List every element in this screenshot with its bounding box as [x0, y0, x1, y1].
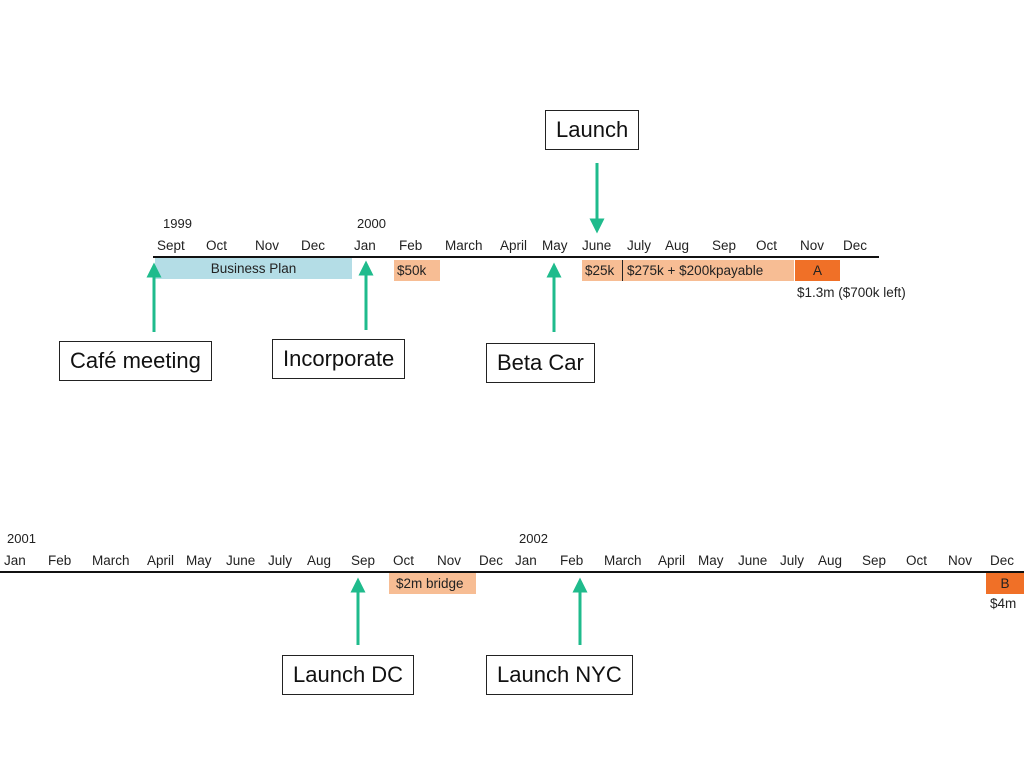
month-label: Sep	[712, 238, 737, 253]
month-label: Dec	[990, 553, 1015, 568]
series-b-label: B	[1000, 576, 1010, 591]
funding-note: $1.3m ($700k left)	[797, 285, 906, 300]
month-label: Oct	[906, 553, 928, 568]
event-box-launch: Launch	[545, 110, 640, 150]
month-label: May	[698, 553, 724, 568]
month-label: Dec	[843, 238, 868, 253]
bar-divider	[622, 260, 623, 281]
funding-note: $4m	[990, 596, 1017, 611]
event-label: Café meeting	[70, 348, 201, 373]
month-label: Nov	[800, 238, 825, 253]
funding-bar-june-oct: $25k $275k + $200kpayable	[582, 260, 794, 281]
month-label: March	[445, 238, 483, 253]
year-label: 2000	[357, 216, 386, 231]
month-label: May	[186, 553, 212, 568]
year-label: 2002	[519, 531, 548, 546]
funding-bar-label: $25k	[585, 263, 615, 278]
month-label: July	[268, 553, 293, 568]
month-label: Nov	[948, 553, 973, 568]
month-label: Aug	[818, 553, 843, 568]
phase-bar-label: Business Plan	[210, 261, 297, 276]
month-label: April	[658, 553, 686, 568]
month-label: Sep	[862, 553, 887, 568]
event-box-incorporate: Incorporate	[272, 339, 406, 379]
series-b-bar: B	[986, 573, 1024, 594]
month-label: March	[92, 553, 130, 568]
month-label: Dec	[479, 553, 504, 568]
funding-bar-50k: $50k	[394, 260, 440, 281]
phase-bar-business-plan: Business Plan	[155, 258, 352, 279]
month-label: June	[226, 553, 256, 568]
timeline-axis	[0, 571, 1024, 573]
month-label: Feb	[399, 238, 423, 253]
month-label: Oct	[756, 238, 778, 253]
month-label: Jan	[354, 238, 376, 253]
event-label: Launch DC	[293, 662, 404, 687]
month-label: March	[604, 553, 642, 568]
event-label: Launch	[556, 117, 629, 142]
funding-bar-bridge: $2m bridge	[389, 573, 476, 594]
funding-bar-label: $275k + $200kpayable	[627, 263, 764, 278]
month-label: April	[500, 238, 528, 253]
event-box-launch-dc: Launch DC	[282, 655, 415, 695]
timeline-axis	[153, 256, 879, 258]
funding-bar-label: $50k	[397, 263, 427, 278]
year-label: 2001	[7, 531, 36, 546]
month-label: Nov	[437, 553, 462, 568]
month-label: July	[627, 238, 652, 253]
month-label: Oct	[393, 553, 415, 568]
month-label: July	[780, 553, 805, 568]
month-label: May	[542, 238, 568, 253]
event-label: Launch NYC	[497, 662, 622, 687]
event-box-launch-nyc: Launch NYC	[486, 655, 633, 695]
month-label: Aug	[307, 553, 332, 568]
month-label: Sep	[351, 553, 376, 568]
month-label: Jan	[4, 553, 26, 568]
year-label: 1999	[163, 216, 192, 231]
month-label: Dec	[301, 238, 326, 253]
event-label: Beta Car	[497, 350, 584, 375]
month-label: Sept	[157, 238, 185, 253]
funding-bar-label: $2m bridge	[396, 576, 464, 591]
event-box-beta-car: Beta Car	[486, 343, 595, 383]
month-label: Oct	[206, 238, 228, 253]
series-a-label: A	[812, 263, 822, 278]
month-label: Aug	[665, 238, 690, 253]
month-label: Feb	[560, 553, 584, 568]
series-a-bar: A	[795, 260, 840, 281]
month-label: April	[147, 553, 175, 568]
month-label: Feb	[48, 553, 72, 568]
event-box-cafe-meeting: Café meeting	[59, 341, 212, 381]
month-label: Jan	[515, 553, 537, 568]
month-label: June	[582, 238, 612, 253]
month-label: Nov	[255, 238, 280, 253]
event-label: Incorporate	[283, 346, 395, 371]
month-label: June	[738, 553, 768, 568]
